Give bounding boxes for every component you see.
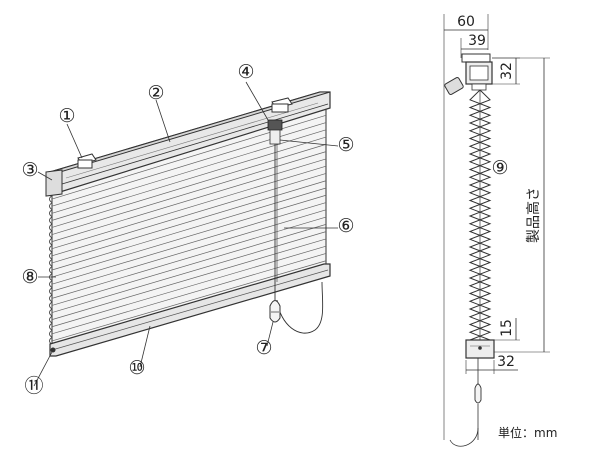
callout-6: ⑥ — [337, 215, 354, 237]
pleat-line — [51, 165, 327, 250]
pleat-edge — [49, 322, 53, 331]
pleat-line — [51, 194, 327, 278]
callout-leaders — [33, 81, 339, 387]
callout-8: ⑧ — [21, 266, 38, 288]
pleat-edge — [49, 259, 53, 267]
callout-7: ⑦ — [255, 337, 272, 359]
pleat-line — [51, 253, 327, 335]
pleat-edge — [49, 237, 53, 246]
pleat-edge — [49, 216, 53, 225]
callout-11: ⑪ — [24, 375, 43, 397]
pleat-line — [51, 224, 327, 306]
callout-4: ④ — [237, 61, 254, 83]
pleat-edge — [49, 195, 53, 203]
pleat-line — [51, 245, 327, 328]
pleat-line — [51, 180, 327, 264]
pleat-edge — [49, 251, 53, 260]
pleat-edge — [49, 223, 53, 232]
pleat-edge — [49, 301, 53, 310]
pleat-line — [51, 136, 327, 221]
dim-overall-depth: 60 — [457, 14, 475, 30]
headrail — [45, 91, 331, 197]
pleat-edge — [49, 329, 53, 338]
unit-label: 単位：mm — [498, 425, 557, 440]
dim-headrail-depth: 39 — [468, 33, 486, 49]
pleat-edge — [49, 280, 53, 289]
pleat-line — [51, 144, 327, 228]
callout-5: ⑤ — [337, 134, 354, 156]
cord-side — [449, 358, 482, 447]
side-view: 60 39 32 製品高さ — [443, 14, 557, 447]
callout-markers: ① ② ③ ④ ⑤ ⑥ ⑦ ⑧ ⑨ ⑩ ⑪ — [21, 61, 508, 397]
pleat-edge — [49, 266, 53, 274]
pleat-edge — [49, 287, 53, 296]
bottom-rail-section — [465, 339, 495, 359]
pleat-line — [51, 151, 327, 235]
pleat-line — [51, 209, 327, 292]
perspective-view: ① ② ③ ④ ⑤ ⑥ ⑦ ⑧ ⑨ ⑩ ⑪ — [21, 61, 508, 397]
pleat-line — [51, 202, 327, 285]
callout-3: ③ — [21, 159, 38, 181]
dim-bottom-offset: 15 — [499, 319, 515, 337]
pleat-edge — [49, 202, 53, 211]
callout-9: ⑨ — [491, 157, 508, 179]
pleat-line — [51, 260, 327, 342]
cord-fitting — [267, 119, 324, 334]
pleat-line — [51, 238, 327, 320]
pleat-edge — [49, 294, 53, 303]
mounting-bracket-left — [77, 153, 97, 169]
callout-2: ② — [147, 82, 164, 104]
callout-1: ① — [58, 105, 75, 127]
headrail-section — [444, 53, 493, 95]
pleat-line — [51, 187, 327, 271]
mounting-bracket-right — [271, 97, 293, 113]
dim-bottom-rail-depth: 32 — [497, 354, 515, 370]
pleat-edge — [49, 230, 53, 239]
pleat-zigzag-left — [468, 89, 492, 341]
pleat-edge — [49, 209, 53, 218]
pleated-fabric-side — [468, 89, 492, 341]
pleat-edge — [49, 315, 53, 324]
pleat-line — [51, 158, 327, 242]
pleat-edge — [49, 244, 53, 253]
callout-10: ⑩ — [128, 357, 145, 379]
pleat-line — [51, 216, 327, 299]
product-height-label: 製品高さ — [525, 187, 542, 243]
pleat-line — [51, 173, 327, 257]
pleat-zigzag-right — [468, 89, 492, 341]
pleat-line — [51, 231, 327, 313]
pleat-edge — [49, 308, 53, 317]
dim-headrail-height: 32 — [499, 62, 515, 80]
